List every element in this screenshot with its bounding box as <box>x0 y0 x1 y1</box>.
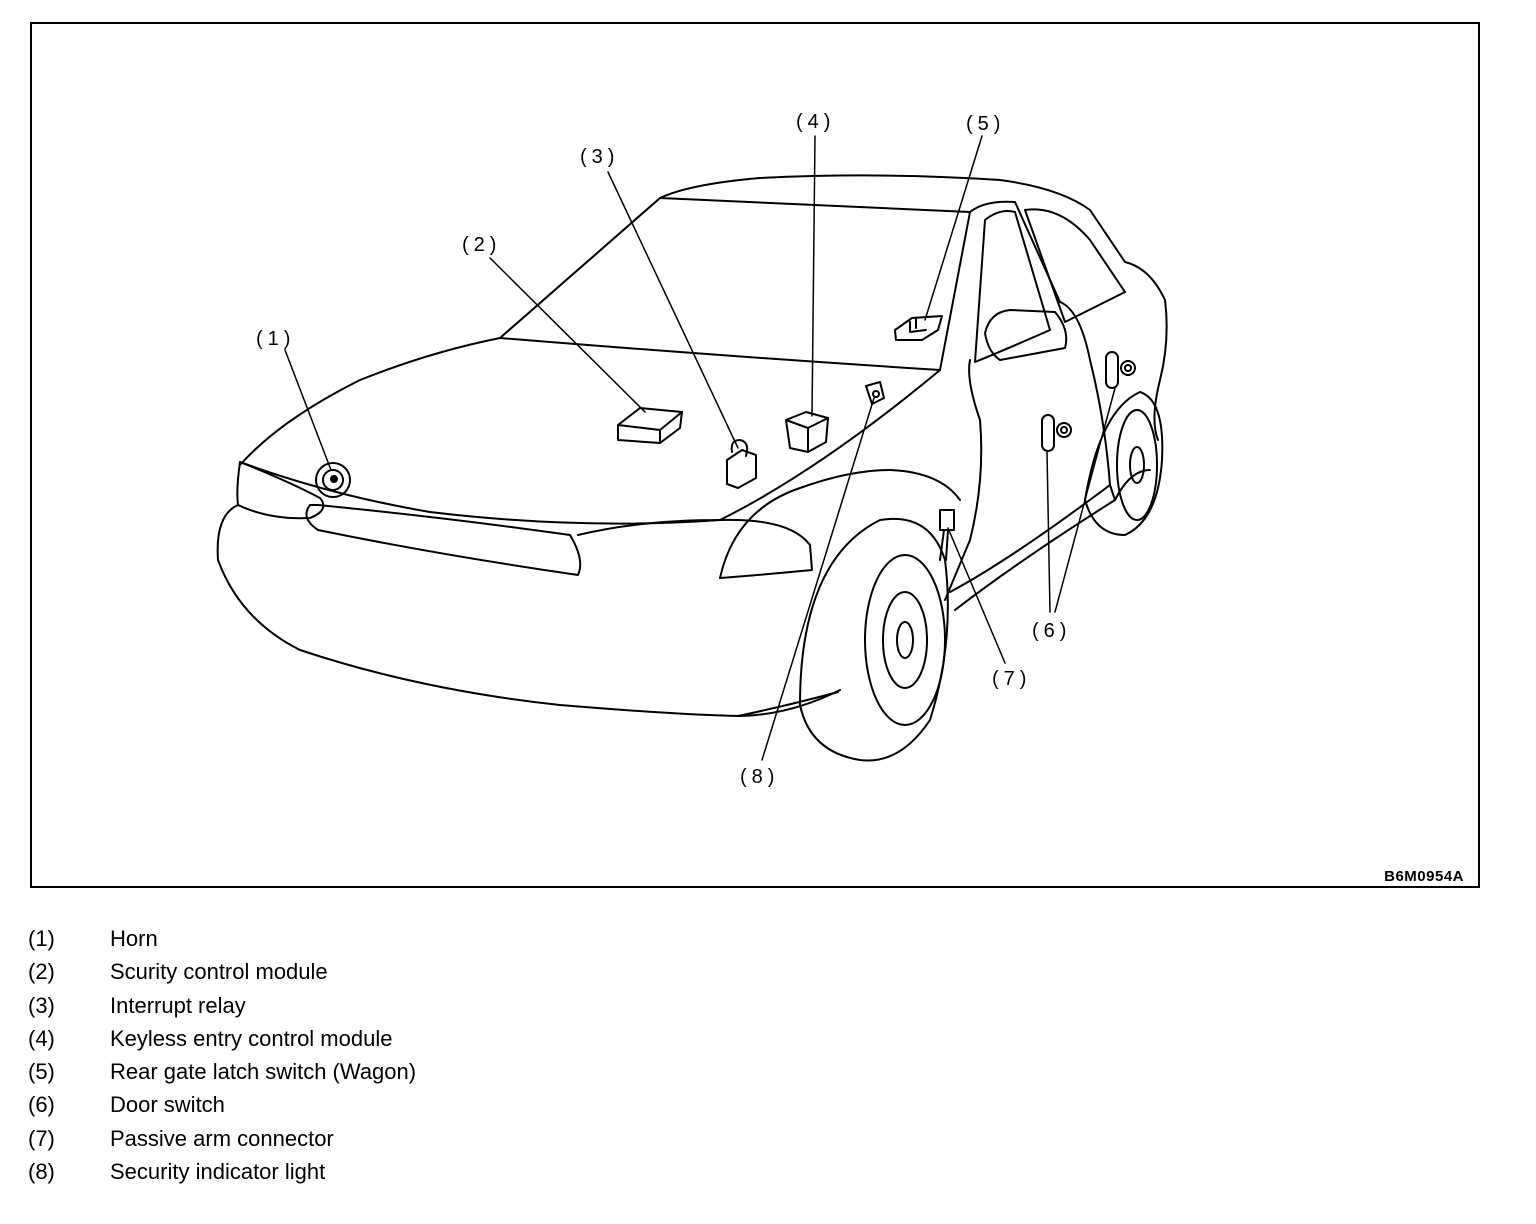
roof-outline <box>659 174 1126 263</box>
leader-line-7 <box>947 527 1006 664</box>
rear-quarter <box>1124 261 1168 441</box>
keyless-entry-control-module-icon <box>785 411 829 453</box>
legend-label: Keyless entry control module <box>110 1025 393 1051</box>
headlight-left <box>236 461 325 520</box>
legend-number: (7) <box>28 1125 55 1151</box>
legend-label: Rear gate latch switch (Wagon) <box>110 1059 417 1085</box>
legend-label: Passive arm connector <box>110 1125 334 1151</box>
front-fender <box>719 469 961 579</box>
callout-3: (3) <box>580 146 620 168</box>
horn-icon <box>315 462 351 498</box>
legend-number: (3) <box>28 992 55 1018</box>
security-control-module-icon <box>617 407 683 444</box>
legend-label: Door switch <box>110 1092 225 1118</box>
leader-line-5 <box>924 135 983 321</box>
callout-2: (2) <box>462 234 502 256</box>
legend-number: (1) <box>28 926 55 951</box>
legend-number: (8) <box>28 1159 55 1185</box>
leader-line-2 <box>489 257 646 413</box>
figure-id: B6M0954A <box>1384 868 1464 885</box>
hood-edge <box>239 369 941 525</box>
legend-number: (4) <box>28 1025 55 1051</box>
passive-arm-connector-icon <box>939 509 955 561</box>
rear-wheel <box>1084 391 1164 536</box>
legend-number: (2) <box>28 959 55 985</box>
legend-label: Scurity control module <box>110 959 328 985</box>
callout-4: (4) <box>796 111 836 133</box>
callout-8: (8) <box>740 766 780 788</box>
hood <box>239 337 501 466</box>
front-wheel <box>799 517 949 762</box>
side-mirror <box>984 309 1068 361</box>
legend-number: (5) <box>28 1059 55 1085</box>
door-front-edge <box>944 359 983 601</box>
legend-label: Interrupt relay <box>110 992 246 1018</box>
rear-gate-latch-switch-icon <box>894 315 943 341</box>
legend-number: (6) <box>28 1092 55 1118</box>
interrupt-relay-icon <box>726 439 757 489</box>
leader-lines <box>284 135 1116 761</box>
windshield <box>499 197 971 371</box>
grille <box>305 504 582 576</box>
front-bumper <box>216 504 841 717</box>
rear-door-line <box>1059 301 1111 486</box>
door-switch-rear-icon <box>1105 351 1136 389</box>
side-window <box>974 210 1051 363</box>
car-illustration <box>216 135 1168 762</box>
legend-label: Horn <box>110 926 158 951</box>
rear-window <box>1024 208 1126 323</box>
security-indicator-light-icon <box>865 381 885 405</box>
leader-line-6b <box>1054 387 1116 613</box>
door-switch-front-icon <box>1041 414 1072 452</box>
leader-line-8 <box>761 397 875 761</box>
car-body <box>216 174 1168 717</box>
callout-5: (5) <box>966 113 1006 135</box>
leader-line-3 <box>607 171 739 449</box>
callout-1: (1) <box>256 328 296 350</box>
bumper-lip <box>737 691 839 717</box>
legend-label: Security indicator light <box>110 1159 326 1185</box>
a-pillar <box>969 200 1061 303</box>
callout-6: (6) <box>1032 620 1072 642</box>
diagram-frame <box>30 22 1480 888</box>
side-sill <box>949 484 1116 611</box>
headlight-right <box>577 518 813 579</box>
leader-line-1 <box>284 349 332 471</box>
callout-7: (7) <box>992 668 1032 690</box>
leader-line-6a <box>1046 451 1051 613</box>
leader-line-4 <box>811 135 816 417</box>
